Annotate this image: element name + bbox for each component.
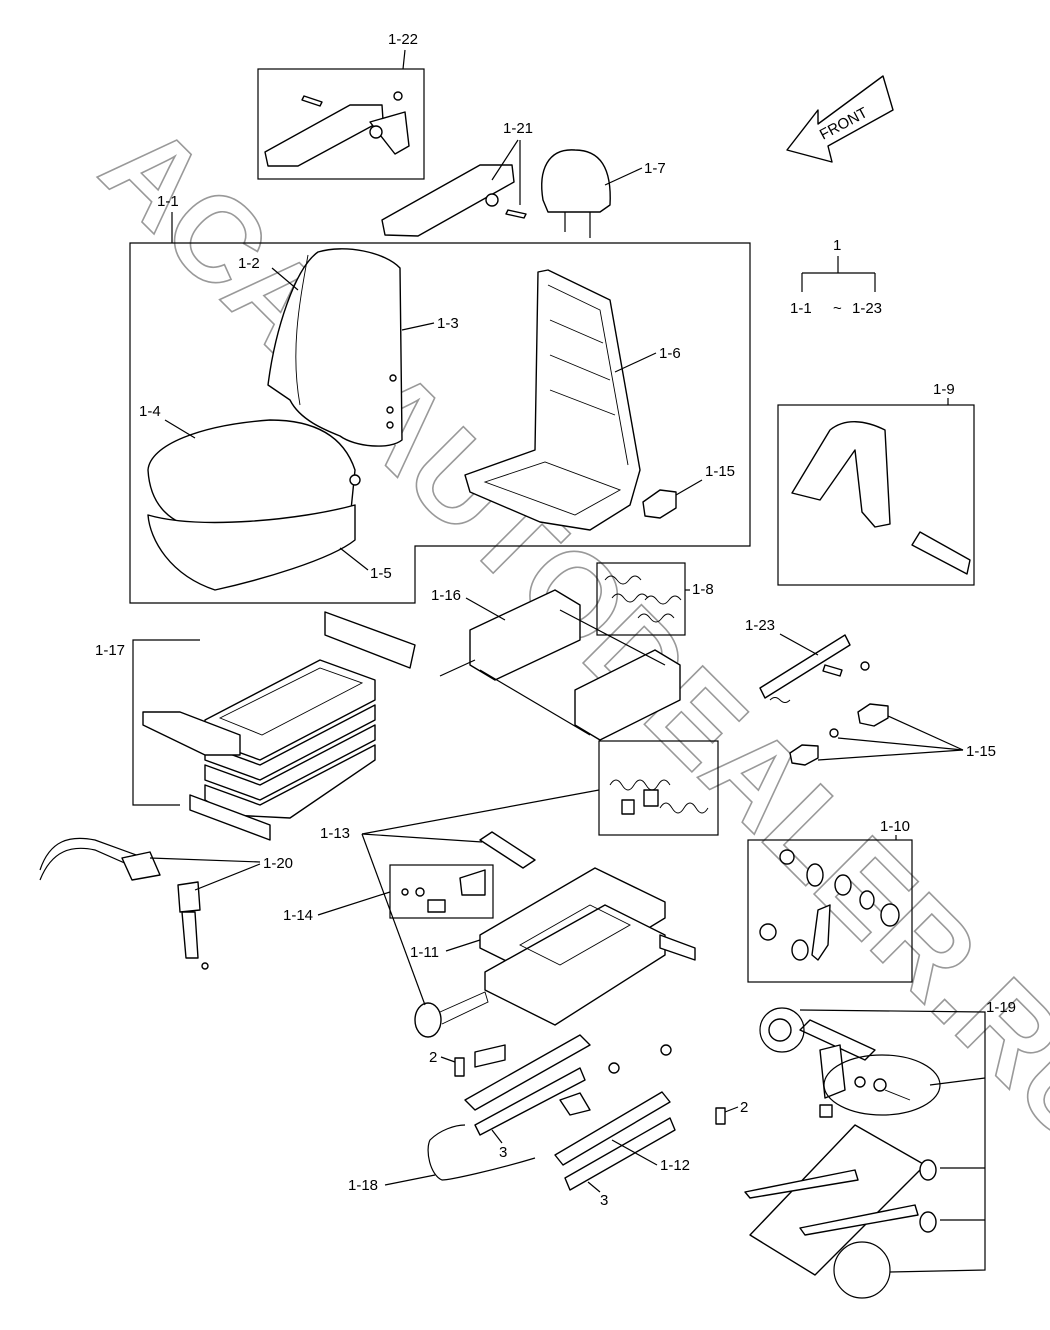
callout-1-19: 1-19 xyxy=(986,999,1016,1016)
callout-1-20: 1-20 xyxy=(263,855,293,872)
callout-1-4: 1-4 xyxy=(139,403,161,420)
tube-1-13 xyxy=(479,831,536,869)
springs-1-13-box xyxy=(598,740,719,836)
callout-1-18: 1-18 xyxy=(348,1177,378,1194)
callout-1-15-right: 1-15 xyxy=(966,743,996,760)
callout-3-upper: 3 xyxy=(499,1144,507,1161)
callout-1-2: 1-2 xyxy=(238,255,260,272)
slide-rails-lower xyxy=(427,1034,726,1191)
callout-1-1: 1-1 xyxy=(157,193,179,210)
callout-1-8: 1-8 xyxy=(692,581,714,598)
callout-1-17: 1-17 xyxy=(95,642,125,659)
callout-1-13: 1-13 xyxy=(320,825,350,842)
assembly-bracket: 1 1-1 ~ 1-23 xyxy=(790,237,882,317)
callout-1-10: 1-10 xyxy=(880,818,910,835)
callout-1-16: 1-16 xyxy=(431,587,461,604)
springs-1-13 xyxy=(609,779,709,815)
armrest-1-22-box xyxy=(257,68,425,180)
springs-1-8 xyxy=(604,575,682,623)
callout-3-lower: 3 xyxy=(600,1192,608,1209)
callout-1-5: 1-5 xyxy=(370,565,392,582)
suspension-mechanism-1-11 xyxy=(479,867,696,1026)
adjust-knob-1-13 xyxy=(414,991,489,1038)
seat-frame-1-6 xyxy=(464,269,641,531)
parts-1-14 xyxy=(401,869,486,913)
bellows-1-17 xyxy=(132,611,416,841)
callout-1-23: 1-23 xyxy=(745,617,775,634)
armrest-1-22 xyxy=(264,91,410,167)
assembly-tilde: ~ xyxy=(833,300,842,317)
callout-1-6: 1-6 xyxy=(659,345,681,362)
armrest-1-21 xyxy=(381,164,527,237)
cushion-base-1-5 xyxy=(147,504,356,591)
headrest-1-7 xyxy=(541,149,611,238)
parts-1-14-box xyxy=(389,864,494,919)
callout-1-22: 1-22 xyxy=(388,31,418,48)
assembly-number: 1 xyxy=(833,237,841,254)
callout-1-15-top: 1-15 xyxy=(705,463,735,480)
bolt-1-15 xyxy=(829,728,839,738)
slide-rail-1-23 xyxy=(759,634,870,703)
front-arrow-icon: FRONT xyxy=(786,75,894,163)
belt-1-9-box xyxy=(777,404,975,586)
base-1-19 xyxy=(744,1007,986,1299)
pad-1-15-a xyxy=(642,489,677,519)
callout-1-3: 1-3 xyxy=(437,315,459,332)
pad-1-15-b xyxy=(857,703,889,727)
belt-1-9 xyxy=(791,421,971,575)
callout-2-right: 2 xyxy=(740,1099,748,1116)
suspension-frame-1-16 xyxy=(439,589,681,741)
damper-1-10 xyxy=(759,849,900,961)
callout-1-11: 1-11 xyxy=(410,944,439,961)
seat-belt-1-20 xyxy=(39,837,209,970)
assembly-range-to: 1-23 xyxy=(852,300,882,317)
assembly-range-from: 1-1 xyxy=(790,300,812,317)
springs-1-8-box xyxy=(596,562,686,636)
callout-1-12: 1-12 xyxy=(660,1157,690,1174)
callout-2-left: 2 xyxy=(429,1049,437,1066)
seat-1-1-box xyxy=(129,242,751,604)
callout-1-7: 1-7 xyxy=(644,160,666,177)
pad-1-15-c xyxy=(789,744,819,766)
callout-1-14: 1-14 xyxy=(283,907,313,924)
callout-1-9: 1-9 xyxy=(933,381,955,398)
backrest-1-3 xyxy=(267,248,403,447)
callout-1-21: 1-21 xyxy=(503,120,533,137)
damper-1-10-box xyxy=(747,839,913,983)
